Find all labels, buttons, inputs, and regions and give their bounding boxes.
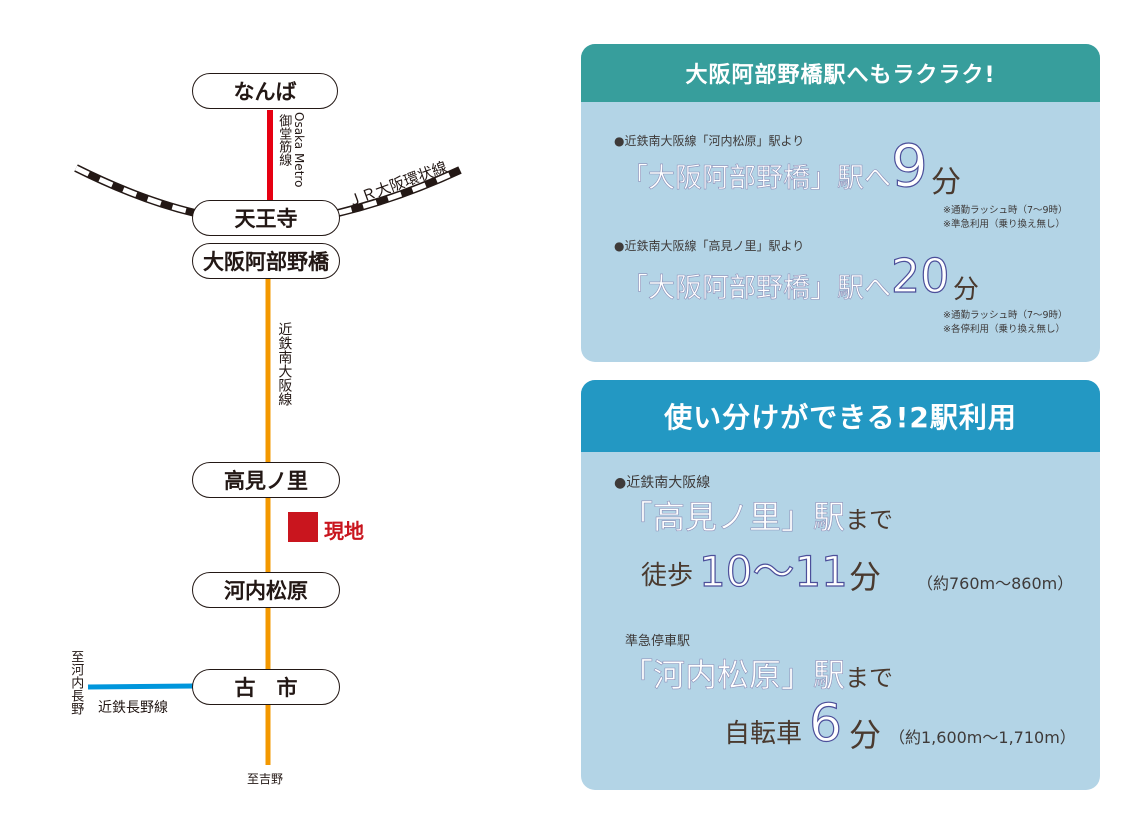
metro-line-name: 御堂筋線: [276, 114, 292, 166]
route2-notes: ※通勤ラッシュ時（7〜9時） ※各停利用（乗り換え無し）: [943, 309, 1068, 337]
site-label: 現地: [324, 519, 364, 543]
station-namba: なんば: [192, 73, 338, 109]
route2-minutes: 20: [890, 248, 950, 303]
station-tennoji: 天王寺: [192, 200, 340, 236]
a-station: 「高見ノ里」駅: [621, 498, 846, 537]
station-kawachimatsubara: 河内松原: [192, 572, 340, 608]
kintetsu-line-label: 近鉄南大阪線: [276, 322, 293, 406]
metro-label: Osaka Metro: [292, 112, 307, 188]
a-time: 10〜11: [698, 546, 848, 596]
panel2-title: 使い分けができる!2駅利用: [581, 380, 1100, 452]
route1-dest: 「大阪阿部野橋」駅へ: [621, 163, 892, 195]
a-dist: （約760m〜860m）: [917, 574, 1074, 593]
to-yoshino-label: 至吉野: [247, 772, 284, 786]
a-made: まで: [845, 506, 894, 534]
a-mode: 徒歩: [641, 561, 694, 591]
station-abenobashi: 大阪阿部野橋: [192, 243, 340, 279]
note: ※各停利用（乗り換え無し）: [943, 324, 1065, 335]
nagano-line-label: 近鉄長野線: [98, 700, 168, 716]
route1-from: ●近鉄南大阪線「河内松原」駅より: [614, 134, 805, 148]
b-made: まで: [845, 664, 894, 692]
a-unit: 分: [849, 558, 882, 596]
note: ※通勤ラッシュ時（7〜9時）: [943, 310, 1068, 321]
route2-unit: 分: [953, 275, 980, 305]
route2-dest: 「大阪阿部野橋」駅へ: [621, 273, 892, 305]
b-station-row: 「河内松原」駅まで: [621, 650, 893, 696]
station-takaminosato: 高見ノ里: [192, 462, 340, 498]
route1-minutes: 9: [890, 131, 928, 200]
b-unit: 分: [849, 716, 882, 754]
note: ※通勤ラッシュ時（7〜9時）: [943, 205, 1068, 216]
a-line: ●近鉄南大阪線: [614, 475, 711, 491]
b-time: 6: [808, 693, 843, 754]
b-dist: （約1,600m〜1,710m）: [889, 728, 1076, 747]
panel1-title: 大阪阿部野橋駅へもラクラク!: [581, 44, 1100, 102]
b-mode: 自転車: [724, 719, 803, 749]
note: ※準急利用（乗り換え無し）: [943, 219, 1065, 230]
panel-two-stations: 使い分けができる!2駅利用 ●近鉄南大阪線 「高見ノ里」駅まで 徒歩 10〜11…: [581, 380, 1100, 790]
route1-notes: ※通勤ラッシュ時（7〜9時） ※準急利用（乗り換え無し）: [943, 204, 1068, 232]
a-station-row: 「高見ノ里」駅まで: [621, 492, 893, 538]
route1-unit: 分: [931, 165, 961, 200]
b-station: 「河内松原」駅: [621, 656, 846, 695]
b-line: 準急停車駅: [625, 634, 691, 649]
route2-from: ●近鉄南大阪線「高見ノ里」駅より: [614, 239, 805, 253]
to-kawachinagano-label: 至河内長野: [68, 650, 84, 715]
site-marker: [288, 512, 318, 542]
station-furuichi: 古 市: [192, 669, 340, 705]
panel-abenobashi: 大阪阿部野橋駅へもラクラク! ●近鉄南大阪線「河内松原」駅より 「大阪阿部野橋」…: [581, 44, 1100, 362]
nagano-line: [87, 683, 195, 690]
